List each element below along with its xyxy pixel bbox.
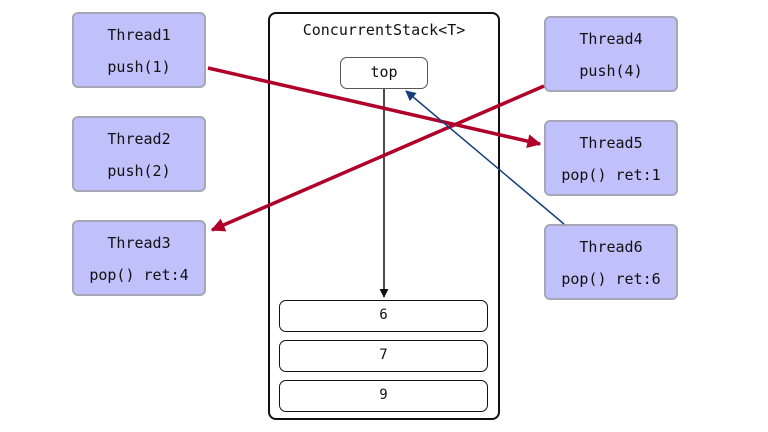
thread-box-6: Thread6 pop() ret:6 — [544, 224, 678, 300]
thread-operation: push(1) — [107, 58, 171, 76]
thread-operation: pop() ret:4 — [89, 266, 189, 284]
thread4-to-thread3-arrow — [210, 84, 545, 232]
stack-title: ConcurrentStack<T> — [302, 21, 466, 39]
thread-name: Thread3 — [107, 234, 171, 252]
top-pointer-box: top — [340, 57, 428, 89]
thread-box-5: Thread5 pop() ret:1 — [544, 120, 678, 196]
thread-operation: pop() ret:6 — [561, 270, 661, 288]
thread-name: Thread4 — [579, 30, 643, 48]
thread-operation: push(2) — [107, 162, 171, 180]
stack-node: 9 — [279, 380, 488, 412]
thread-operation: push(4) — [579, 62, 643, 80]
thread-name: Thread5 — [579, 134, 643, 152]
thread-box-3: Thread3 pop() ret:4 — [72, 220, 206, 296]
thread-name: Thread6 — [579, 238, 643, 256]
thread-name: Thread2 — [107, 130, 171, 148]
thread-operation: pop() ret:1 — [561, 166, 661, 184]
thread1-to-thread5-arrow — [207, 66, 542, 149]
thread6-to-top-arrow — [405, 90, 565, 225]
thread-box-4: Thread4 push(4) — [544, 16, 678, 92]
thread-box-2: Thread2 push(2) — [72, 116, 206, 192]
stack-node: 7 — [279, 340, 488, 372]
thread-box-1: Thread1 push(1) — [72, 12, 206, 88]
thread-name: Thread1 — [107, 26, 171, 44]
stack-node: 6 — [279, 300, 488, 332]
